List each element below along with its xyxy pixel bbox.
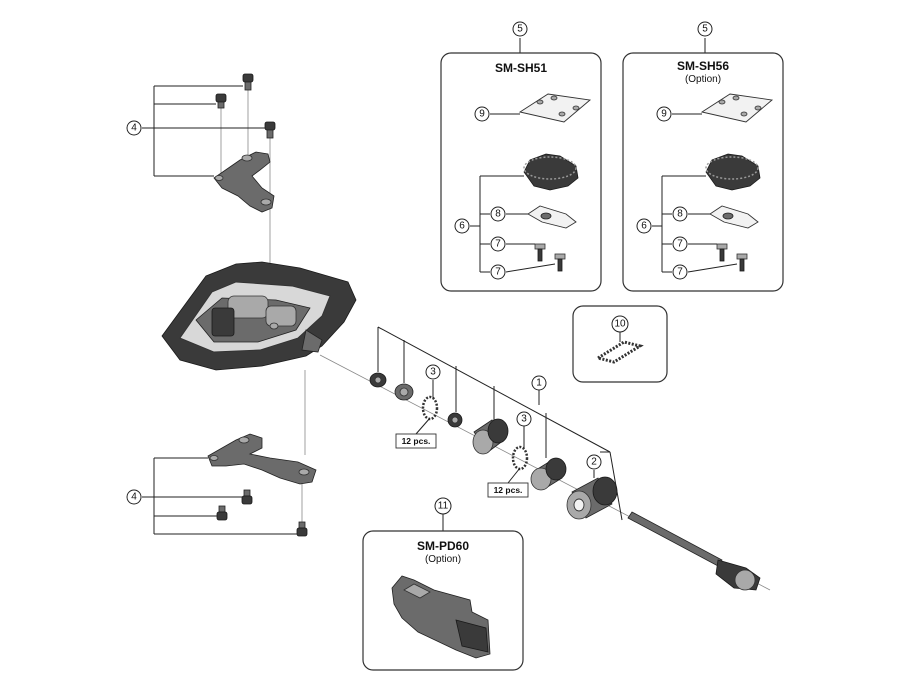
svg-text:5: 5	[702, 24, 708, 35]
svg-text:9: 9	[661, 109, 667, 120]
callout-6-sh56: 6	[636, 218, 652, 234]
callout-3a: 3	[425, 364, 441, 380]
callout-8-sh56: 8	[672, 206, 688, 222]
svg-text:3: 3	[430, 367, 436, 378]
box-sh56-title: SM-SH56	[677, 59, 729, 73]
callout-5-sh51: 5	[512, 21, 528, 37]
svg-text:12 pcs.: 12 pcs.	[494, 485, 523, 495]
svg-text:1: 1	[536, 378, 542, 389]
top-pedal-plate	[213, 151, 275, 213]
callout-9-sh56: 9	[656, 106, 672, 122]
bottom-bolt-2	[216, 505, 228, 521]
callout-10: 10	[611, 315, 629, 333]
svg-text:6: 6	[641, 221, 647, 232]
qty-label-2: 12 pcs.	[487, 482, 529, 498]
svg-text:7: 7	[495, 267, 501, 278]
callout-7-sh56-b: 7	[672, 264, 688, 280]
callout-2: 2	[586, 454, 602, 470]
sh56-bolt-1	[716, 243, 728, 262]
sh51-bolt-2	[554, 253, 566, 272]
box-sh56-subtitle: (Option)	[685, 74, 721, 85]
callout-4-bottom: 4	[126, 489, 142, 505]
ball-bearings-2	[511, 445, 529, 471]
callout-7-sh51-a: 7	[490, 236, 506, 252]
bottom-bolt-1	[241, 489, 253, 505]
callout-6-sh51: 6	[454, 218, 470, 234]
axle-spindle	[627, 511, 761, 591]
top-bolt-2	[215, 93, 227, 109]
callout-3b: 3	[516, 411, 532, 427]
box-part-10	[572, 305, 668, 383]
callout-11: 11	[434, 497, 452, 515]
svg-text:6: 6	[459, 221, 465, 232]
axle-cone	[566, 476, 618, 520]
top-bolt-1	[242, 73, 254, 91]
box-pd60-subtitle: (Option)	[425, 554, 461, 565]
callout-7-sh56-a: 7	[672, 236, 688, 252]
axle-sleeve-2	[530, 457, 567, 491]
svg-text:8: 8	[495, 209, 501, 220]
box-pd60-title: SM-PD60	[417, 539, 469, 553]
svg-text:3: 3	[521, 414, 527, 425]
axle-leader-lines	[377, 326, 623, 521]
box-sm-sh56: SM-SH56 (Option)	[622, 38, 784, 292]
svg-text:10: 10	[614, 319, 626, 330]
callout-4-top-leaders	[142, 85, 265, 177]
callout-4-top: 4	[126, 120, 142, 136]
callout-1: 1	[531, 375, 547, 391]
callout-4-bottom-leaders	[142, 457, 297, 535]
svg-text:7: 7	[677, 239, 683, 250]
callout-7-sh51-b: 7	[490, 264, 506, 280]
svg-text:5: 5	[517, 24, 523, 35]
top-bolt-3	[264, 121, 276, 139]
svg-text:4: 4	[131, 492, 137, 503]
box-sm-sh51: SM-SH51	[440, 38, 602, 292]
axle-bushing-1	[394, 383, 414, 401]
svg-text:7: 7	[495, 239, 501, 250]
svg-text:4: 4	[131, 123, 137, 134]
svg-text:12 pcs.: 12 pcs.	[402, 436, 431, 446]
svg-text:9: 9	[479, 109, 485, 120]
box-sh51-title: SM-SH51	[495, 61, 547, 75]
qty-label-1: 12 pcs.	[395, 433, 437, 449]
sh56-bolt-2	[736, 253, 748, 272]
bottom-bolt-3	[296, 521, 308, 537]
svg-text:11: 11	[438, 501, 449, 512]
svg-text:8: 8	[677, 209, 683, 220]
ball-bearings-1	[421, 395, 439, 421]
sh51-bolt-1	[534, 243, 546, 262]
svg-text:2: 2	[591, 457, 597, 468]
callout-8-sh51: 8	[490, 206, 506, 222]
bottom-pedal-plate	[207, 433, 317, 485]
svg-text:7: 7	[677, 267, 683, 278]
axle-nut-1	[369, 372, 387, 388]
callout-5-sh56: 5	[697, 21, 713, 37]
axle-sleeve-1	[472, 418, 509, 455]
pedal-body	[161, 261, 357, 371]
axle-ring-1	[447, 412, 463, 428]
callout-9-sh51: 9	[474, 106, 490, 122]
box-sm-pd60: SM-PD60 (Option)	[362, 514, 524, 671]
